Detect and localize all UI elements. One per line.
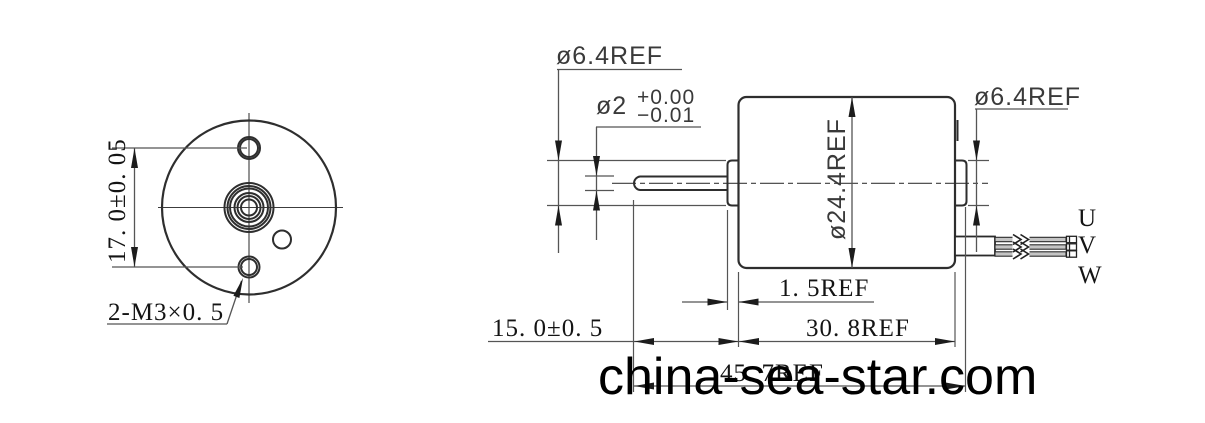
dim-hole-spacing: 17. 0±0. 05 bbox=[104, 138, 247, 268]
dim-rear-boss-dia: ø6.4REF bbox=[968, 83, 1081, 252]
wire-label-u: U bbox=[1078, 205, 1097, 232]
thread-callout-label: 2-M3×0. 5 bbox=[108, 299, 224, 326]
center-hub bbox=[223, 182, 275, 233]
dim-boss-length: 1. 5REF bbox=[682, 210, 874, 347]
wire-exit-block bbox=[954, 235, 996, 257]
front-boss-dia-label: ø6.4REF bbox=[556, 42, 663, 70]
shaft-tol-lower: −0.01 bbox=[637, 104, 695, 127]
side-view: U V W ø6.4REF ø2 +0.00 −0.01 bbox=[488, 42, 1103, 392]
motor-shaft bbox=[633, 175, 728, 191]
dim-front-boss-dia: ø6.4REF bbox=[547, 42, 726, 253]
wire-label-w: W bbox=[1078, 262, 1103, 289]
body-dia-label: ø24.4REF bbox=[823, 118, 851, 240]
body-length-label: 30. 8REF bbox=[806, 315, 910, 342]
thread-callout: 2-M3×0. 5 bbox=[107, 278, 243, 326]
lead-wires bbox=[994, 233, 1078, 260]
watermark-text: china-sea-star.com bbox=[598, 348, 1038, 406]
wire-label-v: V bbox=[1078, 232, 1097, 259]
boss-length-label: 1. 5REF bbox=[779, 275, 869, 302]
wire-break-symbol bbox=[1012, 233, 1031, 260]
dim-shaft-body-length: 15. 0±0. 5 30. 8REF bbox=[488, 200, 956, 392]
front-view: 17. 0±0. 05 2-M3×0. 5 bbox=[104, 113, 343, 326]
wire-terminals bbox=[1065, 235, 1078, 258]
rear-boss bbox=[955, 159, 968, 207]
dim-total-length: 45. 7REF bbox=[634, 207, 967, 392]
hole-spacing-label: 17. 0±0. 05 bbox=[104, 138, 131, 263]
dim-body-dia: ø24.4REF bbox=[823, 97, 856, 268]
shaft-length-label: 15. 0±0. 5 bbox=[492, 315, 603, 342]
shaft-tol-upper: +0.00 bbox=[637, 86, 695, 109]
motor-face-outline bbox=[160, 119, 338, 296]
motor-body bbox=[737, 95, 957, 270]
total-length-label: 45. 7REF bbox=[720, 360, 824, 387]
shaft-dia-label: ø2 bbox=[596, 92, 627, 120]
dim-shaft-dia: ø2 +0.00 −0.01 bbox=[585, 86, 701, 240]
rear-boss-dia-label: ø6.4REF bbox=[974, 83, 1081, 111]
vent-hole bbox=[272, 229, 292, 250]
front-boss bbox=[726, 159, 739, 207]
